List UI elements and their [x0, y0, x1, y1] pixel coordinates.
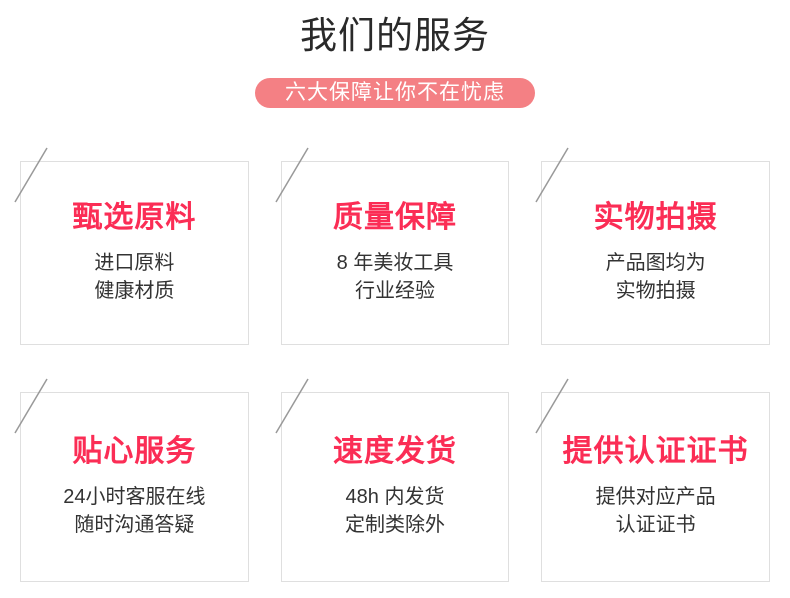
badge-row: 六大保障让你不在忧虑	[0, 78, 790, 108]
section-title: 我们的服务	[300, 15, 490, 56]
service-card-photos: 实物拍摄 产品图均为 实物拍摄	[535, 147, 770, 345]
service-card-detail-line: 随时沟通答疑	[74, 514, 195, 536]
service-card-title: 速度发货	[332, 435, 457, 468]
service-card-quality: 质量保障 8 年美妆工具 行业经验	[275, 147, 510, 345]
service-card-detail-line: 48h 内发货	[345, 486, 445, 508]
service-card-detail-line: 24小时客服在线	[63, 486, 206, 508]
service-card-materials: 甄选原料 进口原料 健康材质	[14, 147, 249, 345]
services-section: 我们的服务 六大保障让你不在忧虑 甄选原料 进口原料 健康材质 质量保障 8 年…	[0, 14, 790, 598]
service-card-detail-line: 产品图均为	[605, 252, 706, 274]
service-card-certificates: 提供认证证书 提供对应产品 认证证书	[535, 378, 770, 582]
service-card-detail-line: 认证证书	[615, 514, 696, 536]
service-card-title: 质量保障	[332, 201, 457, 234]
subtitle-badge: 六大保障让你不在忧虑	[255, 78, 535, 108]
corner-slash-icon	[275, 147, 309, 203]
page: { "header": { "title": "我们的服务", "badge":…	[0, 14, 790, 598]
service-card-detail-line: 定制类除外	[344, 514, 445, 536]
service-card-detail-line: 进口原料	[94, 252, 175, 274]
service-card-shipping: 速度发货 48h 内发货 定制类除外	[275, 378, 510, 582]
service-card-detail-line: 健康材质	[94, 280, 175, 302]
service-cards-grid: 甄选原料 进口原料 健康材质 质量保障 8 年美妆工具 行业经验 实物拍摄 产品…	[0, 147, 790, 582]
corner-slash-icon	[14, 147, 48, 203]
service-card-title: 提供认证证书	[562, 435, 749, 468]
service-card-support: 贴心服务 24小时客服在线 随时沟通答疑	[14, 378, 249, 582]
corner-slash-icon	[535, 147, 569, 203]
corner-slash-icon	[535, 378, 569, 434]
service-card-title: 甄选原料	[72, 201, 197, 234]
service-card-title: 贴心服务	[72, 435, 197, 468]
service-card-detail-line: 实物拍摄	[615, 280, 696, 302]
corner-slash-icon	[14, 378, 48, 434]
service-card-detail-line: 提供对应产品	[595, 486, 716, 508]
corner-slash-icon	[275, 378, 309, 434]
service-card-detail-line: 8 年美妆工具	[336, 252, 454, 274]
service-card-detail-line: 行业经验	[354, 280, 435, 302]
service-card-title: 实物拍摄	[593, 201, 718, 234]
